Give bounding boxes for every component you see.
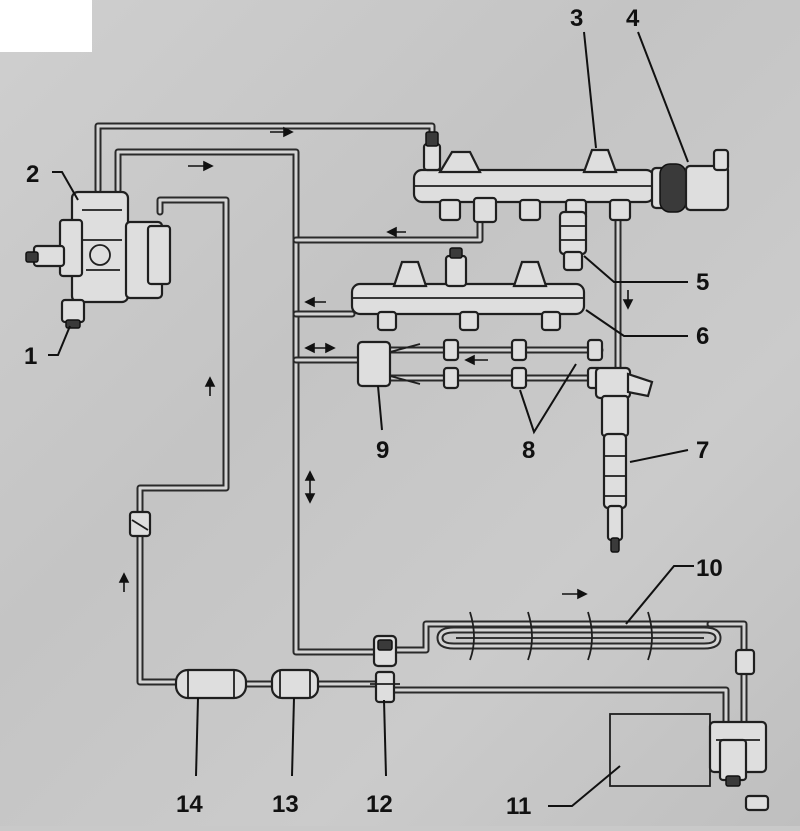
pipe-pump-to-rail-top — [94, 122, 436, 194]
callout-9: 9 — [376, 437, 389, 464]
callout-1: 1 — [24, 343, 37, 370]
fuel-tank — [609, 713, 770, 812]
leader-13 — [291, 697, 295, 777]
leader-3 — [583, 31, 597, 149]
callout-3: 3 — [570, 5, 583, 32]
callout-8: 8 — [522, 437, 535, 464]
callouts: 1 2 3 4 5 6 7 8 9 10 11 12 13 14 — [24, 5, 723, 820]
leader-9 — [377, 385, 383, 431]
blank-corner — [0, 0, 92, 52]
callout-13: 13 — [272, 791, 299, 818]
fuel-cooler — [436, 611, 722, 661]
rail-pressure-sensor — [558, 210, 588, 272]
leader-2 — [52, 171, 79, 201]
callout-6: 6 — [696, 323, 709, 350]
callout-11: 11 — [506, 793, 531, 820]
fuel-injector — [594, 366, 654, 553]
leader-6 — [585, 309, 688, 337]
fuel-rail-lower — [350, 247, 586, 332]
flow-arrows — [118, 126, 634, 600]
pressure-regulator — [650, 148, 730, 213]
fuel-heater — [270, 668, 320, 700]
callout-10: 10 — [696, 555, 723, 582]
fuel-rail-upper — [412, 131, 656, 224]
leader-1 — [48, 325, 71, 356]
leader-4 — [637, 31, 689, 163]
fuel-filter — [174, 668, 248, 700]
callout-5: 5 — [696, 269, 709, 296]
callout-4: 4 — [626, 5, 640, 32]
callout-14: 14 — [176, 791, 203, 818]
callout-2: 2 — [26, 161, 39, 188]
leader-7 — [629, 449, 689, 463]
leader-11 — [548, 765, 621, 807]
return-junction — [356, 340, 421, 388]
leader-12 — [383, 699, 387, 777]
callout-7: 7 — [696, 437, 709, 464]
leader-10 — [625, 565, 694, 625]
leader-5 — [583, 255, 688, 283]
leader-lines — [48, 31, 694, 807]
leader-8 — [519, 363, 577, 435]
pipe-to-tank — [388, 686, 730, 744]
leader-14 — [195, 697, 199, 777]
high-pressure-pump — [25, 190, 172, 329]
inline-valve — [128, 510, 152, 538]
check-valve — [370, 634, 400, 704]
callout-12: 12 — [366, 791, 393, 818]
pipe-rail-branch — [292, 218, 484, 244]
tank-connector — [734, 648, 756, 676]
